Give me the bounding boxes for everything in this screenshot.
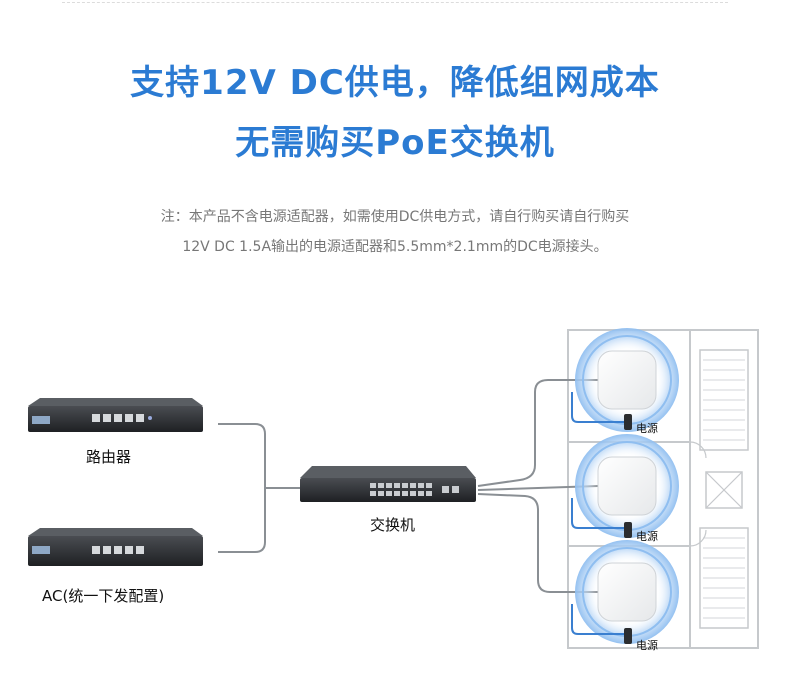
ac-device — [28, 528, 203, 566]
headline-line-1: 支持12V DC供电，降低组网成本 — [130, 63, 660, 103]
ac-label: AC(统一下发配置) — [42, 587, 165, 605]
access-point-1 — [571, 328, 679, 432]
access-point-2 — [571, 434, 679, 538]
power-label-1: 电源 — [636, 422, 658, 435]
floor-plan — [567, 329, 759, 649]
router-ac-cables — [218, 423, 300, 553]
router-label: 路由器 — [86, 448, 132, 466]
top-divider — [62, 2, 728, 3]
switch-device — [300, 466, 476, 502]
headline-line-2: 无需购买PoE交换机 — [235, 123, 555, 163]
switch-label: 交换机 — [370, 516, 416, 534]
note-line-1: 注：本产品不含电源适配器，如需使用DC供电方式，请自行购买请自行购买 — [160, 209, 630, 225]
power-label-2: 电源 — [636, 530, 658, 543]
network-diagram — [28, 328, 759, 649]
access-point-3 — [571, 540, 679, 644]
power-label-3: 电源 — [636, 639, 658, 652]
router-device — [28, 398, 203, 432]
note-line-2: 12V DC 1.5A输出的电源适配器和5.5mm*2.1mm的DC电源接头。 — [182, 239, 608, 255]
